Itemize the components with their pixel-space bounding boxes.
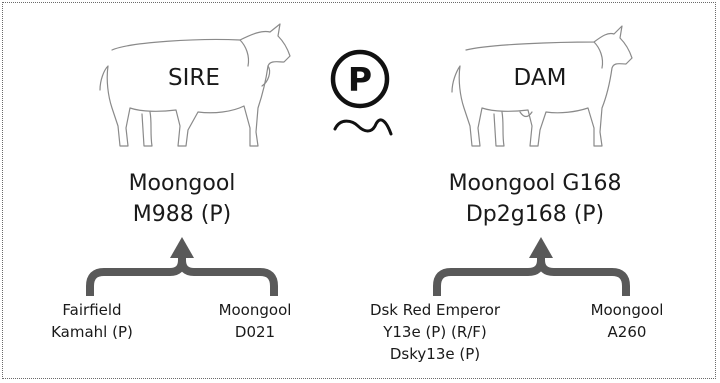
dam-parent-1-line1: Dsk Red Emperor [369, 301, 501, 319]
dam-cow-icon [451, 25, 633, 147]
sire-name-line2: M988 (P) [132, 202, 232, 227]
sire-bull-icon [99, 23, 291, 147]
dam-parent-2-line2: A260 [607, 323, 647, 341]
sire-name-line1: Moongool [128, 171, 236, 196]
diagram-frame [2, 2, 716, 379]
dam-arrow-head [529, 237, 553, 258]
dam-name-line1: Moongool G168 [448, 171, 622, 196]
polled-symbol-icon: P [330, 49, 393, 136]
dam-name-line2: Dp2g168 (P) [465, 202, 605, 227]
sire-parent-1-line2: Kamahl (P) [51, 323, 133, 341]
polled-letter: P [348, 60, 372, 99]
sire-parent-2-line1: Moongool [218, 301, 292, 319]
dam-bracket-arrow [433, 256, 630, 296]
sire-bracket-arrow [86, 256, 278, 296]
sire-label: SIRE [168, 65, 220, 91]
sire-arrow-head [170, 237, 194, 258]
sire-parent-1-line1: Fairfield [62, 301, 122, 319]
sire-parent-2-line2: D021 [234, 323, 276, 341]
dam-parent-1-line3: Dsky13e (P) [389, 345, 481, 363]
dam-parent-2-line1: Moongool [590, 301, 664, 319]
dam-parent-1-line2: Y13e (P) (R/F) [383, 323, 487, 341]
dam-label: DAM [513, 65, 567, 91]
